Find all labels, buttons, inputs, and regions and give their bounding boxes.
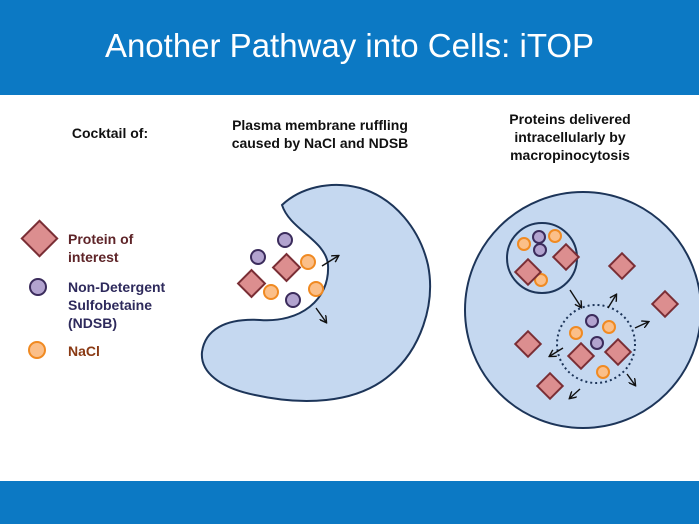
- protein-molecule: [236, 268, 267, 299]
- ndsb-molecule: [585, 314, 599, 328]
- legend-ndsb-line2: Sulfobetaine: [68, 297, 153, 313]
- nacl-molecule: [517, 237, 531, 251]
- legend-nacl-text: NaCl: [68, 343, 100, 359]
- arrow: [634, 322, 648, 329]
- nacl-molecule: [308, 281, 324, 297]
- uncoating-vesicle: [556, 304, 636, 384]
- nacl-molecule: [548, 229, 562, 243]
- legend-ndsb-line3: (NDSB): [68, 315, 117, 331]
- legend-ndsb-label: Non-Detergent Sulfobetaine (NDSB): [68, 278, 165, 332]
- cocktail-heading-text: Cocktail of:: [71, 125, 149, 141]
- nacl-molecule: [569, 326, 583, 340]
- protein-molecule: [607, 251, 637, 281]
- nacl-molecule: [263, 284, 279, 300]
- ndsb-molecule: [533, 243, 547, 257]
- arrow: [607, 295, 616, 309]
- legend-protein-label: Protein of interest: [68, 230, 133, 266]
- protein-molecule: [271, 252, 302, 283]
- nacl-molecule: [534, 273, 548, 287]
- legend-nacl-circle: [28, 341, 46, 359]
- protein-molecule: [535, 371, 565, 401]
- protein-molecule: [566, 341, 596, 371]
- delivered-heading-line2: intracellularly by: [514, 129, 626, 145]
- ndsb-molecule: [277, 232, 293, 248]
- arrow: [550, 347, 564, 356]
- legend-protein-diamond: [20, 219, 59, 258]
- delivered-heading-line3: macropinocytosis: [510, 147, 630, 163]
- protein-molecule: [650, 289, 680, 319]
- arrow: [321, 256, 338, 267]
- cocktail-heading: Cocktail of:: [40, 124, 180, 142]
- protein-molecule: [513, 257, 543, 287]
- ruffling-heading-line2: caused by NaCl and NDSB: [231, 135, 409, 151]
- ruffling-heading-line1: Plasma membrane ruffling: [232, 117, 408, 133]
- footer-bar: [0, 481, 699, 524]
- nacl-molecule: [596, 365, 610, 379]
- legend-nacl-label: NaCl: [68, 342, 100, 360]
- ruffling-heading: Plasma membrane ruffling caused by NaCl …: [200, 116, 440, 152]
- arrow: [626, 373, 635, 385]
- arrow: [569, 289, 581, 307]
- nacl-molecule: [602, 320, 616, 334]
- legend-protein-line1: Protein of: [68, 231, 134, 247]
- arrow: [570, 388, 581, 398]
- protein-molecule: [551, 242, 581, 272]
- legend-protein-line2: interest: [68, 249, 119, 265]
- ndsb-molecule: [590, 336, 604, 350]
- legend-ndsb-circle: [29, 278, 47, 296]
- nacl-molecule: [300, 254, 316, 270]
- protein-molecule: [513, 329, 543, 359]
- ndsb-molecule: [532, 230, 546, 244]
- ndsb-molecule: [285, 292, 301, 308]
- delivered-heading: Proteins delivered intracellularly by ma…: [490, 110, 650, 164]
- delivered-heading-line1: Proteins delivered: [509, 111, 631, 127]
- protein-molecule: [603, 337, 633, 367]
- page-title: Another Pathway into Cells: iTOP: [104, 27, 595, 64]
- legend-ndsb-line1: Non-Detergent: [68, 279, 166, 295]
- arrow: [315, 307, 326, 322]
- title-bar: Another Pathway into Cells: iTOP: [0, 0, 699, 95]
- ruffling-cell: [200, 183, 432, 402]
- ndsb-molecule: [250, 249, 266, 265]
